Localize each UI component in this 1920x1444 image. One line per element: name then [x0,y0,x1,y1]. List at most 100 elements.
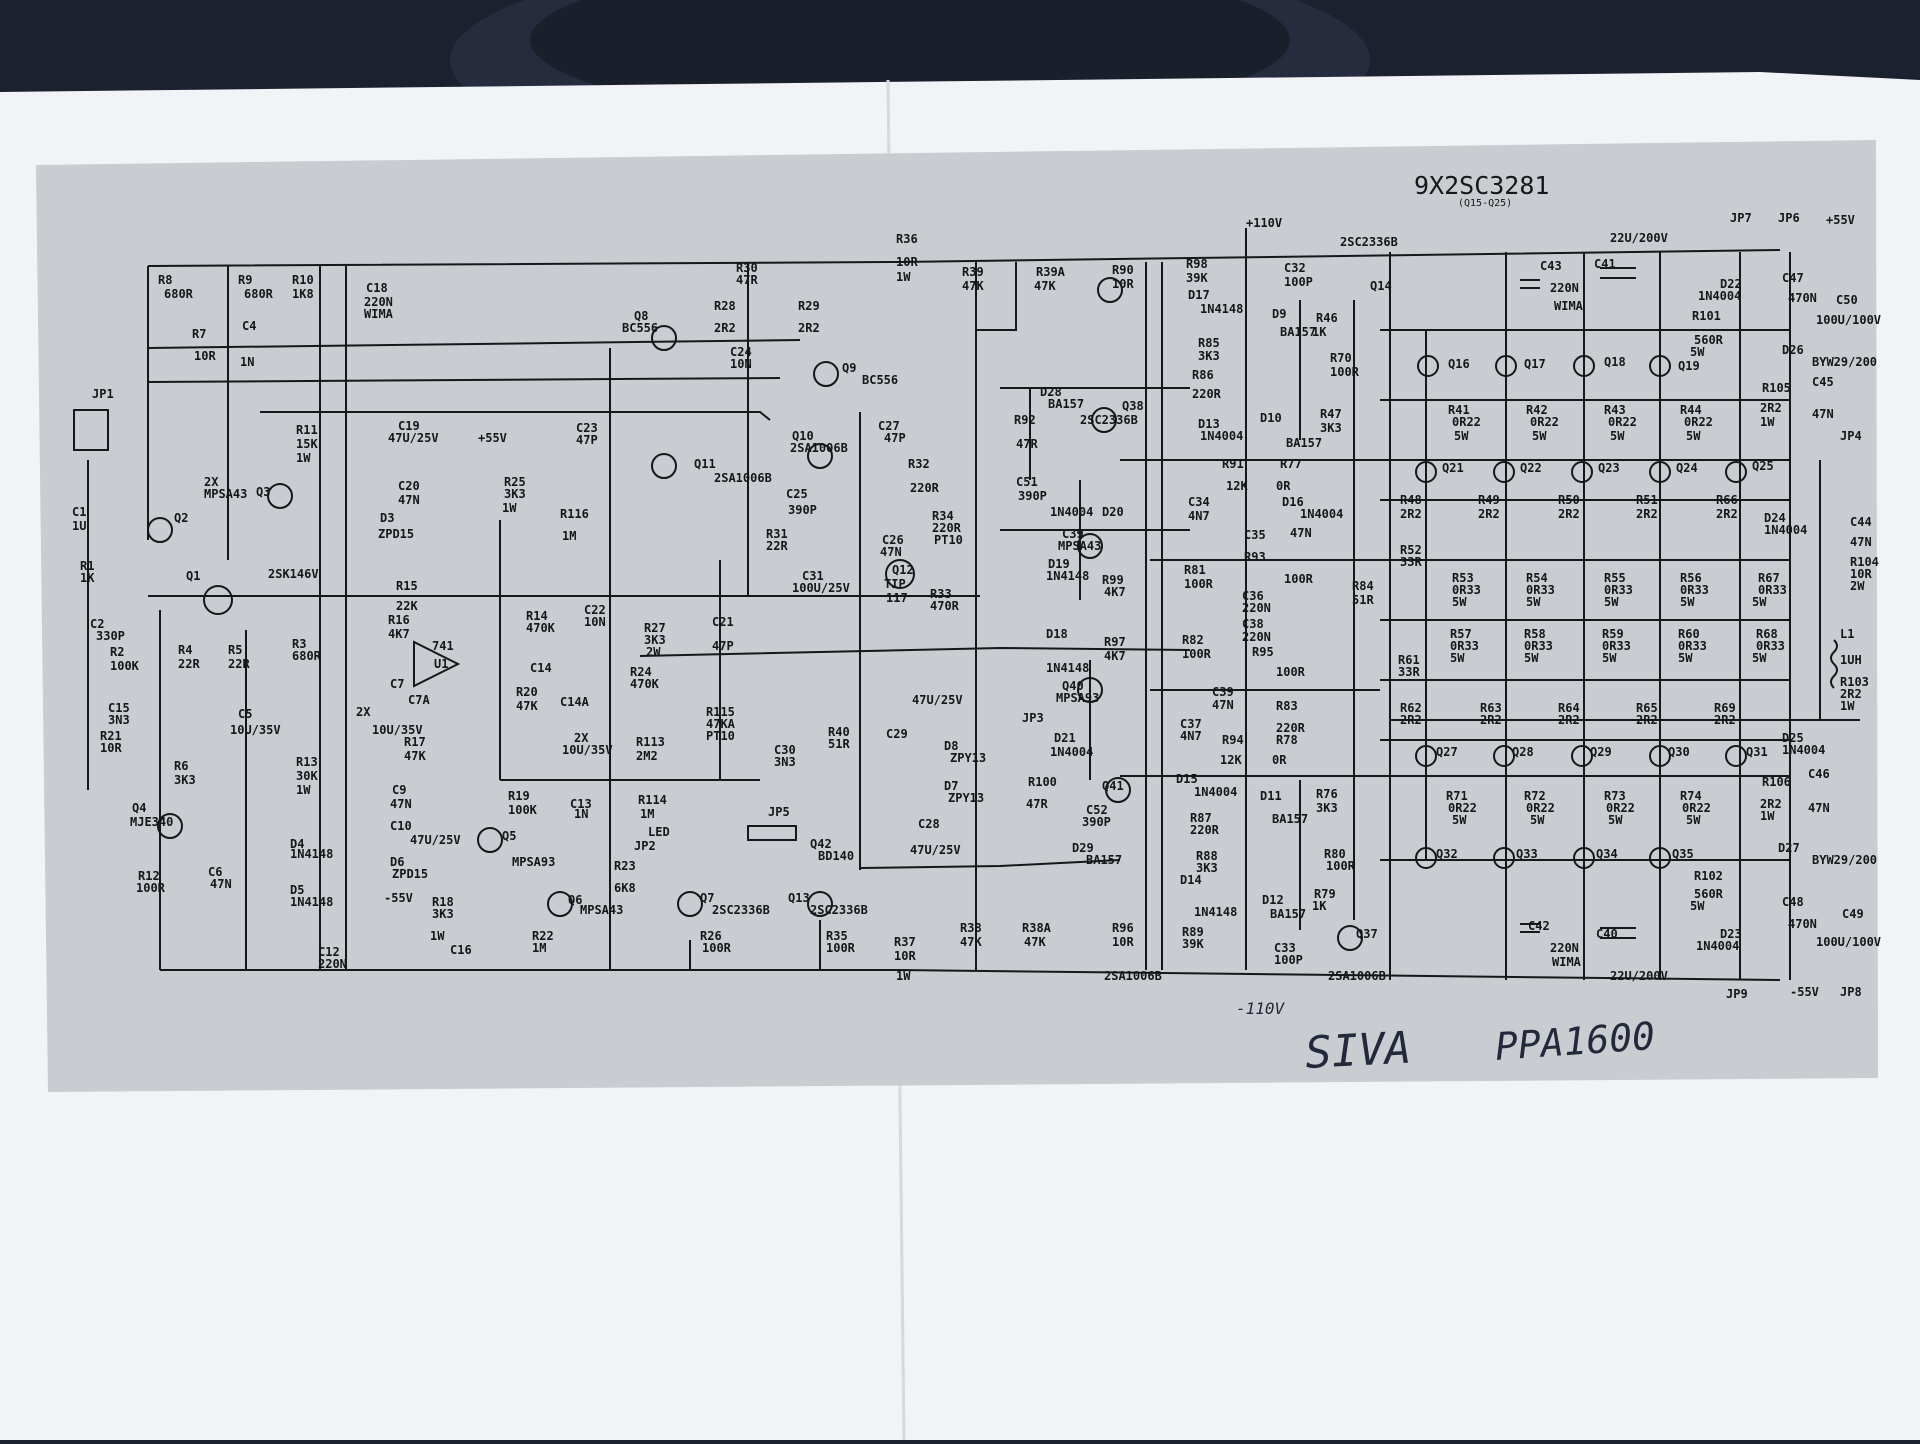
component-label: R43 [1604,403,1626,417]
component-label: 2SA1006B [714,471,772,485]
component-label: Q11 [694,457,716,471]
component-label: 10R [1112,277,1134,291]
component-label: 0R22 [1684,415,1713,429]
component-label: 2SA1006B [790,441,848,455]
component-label: +55V [478,431,507,445]
component-label: 10N [584,615,606,629]
component-label: BC556 [862,373,898,387]
component-label: 47R [1026,797,1048,811]
component-label: 12K [1226,479,1248,493]
component-label: MPSA43 [1058,539,1101,553]
component-label: R41 [1448,403,1470,417]
component-label: C34 [1188,495,1210,509]
component-label: C20 [398,479,420,493]
component-label: 470R [930,599,960,613]
component-label: WIMA [1554,299,1584,313]
component-label: D8 [944,739,958,753]
component-label: 117 [886,591,908,605]
component-label: 1N4148 [1194,905,1237,919]
component-label: R89 [1182,925,1204,939]
component-label: Q35 [1672,847,1694,861]
component-label: 0R22 [1682,801,1711,815]
component-label: 741 [432,639,454,653]
component-label: 5W [1680,595,1695,609]
component-label: MPSA43 [204,487,247,501]
component-label: R22 [532,929,554,943]
component-label: 4N7 [1188,509,1210,523]
component-label: JP6 [1778,211,1800,225]
component-label: 33R [1400,555,1422,569]
component-label: D14 [1180,873,1202,887]
component-label: R18 [432,895,454,909]
component-label: C44 [1850,515,1872,529]
component-label: C18 [366,281,388,295]
component-label: R51 [1636,493,1658,507]
component-label: R17 [404,735,426,749]
component-label: C31 [802,569,824,583]
component-label: Q27 [1436,745,1458,759]
component-label: R11 [296,423,318,437]
component-label: C48 [1782,895,1804,909]
component-label: R23 [614,859,636,873]
component-label: R58 [1524,627,1546,641]
component-label: 1K [1312,325,1327,339]
component-label: R74 [1680,789,1702,803]
component-label: 1N4004 [1050,505,1093,519]
component-label: R78 [1276,733,1298,747]
component-label: R10 [292,273,314,287]
component-label: 680R [292,649,322,663]
component-label: 30K [296,769,318,783]
component-label: 10N [730,357,752,371]
component-label: 47P [712,639,734,653]
wire-layer [73,228,1860,981]
component-label: D17 [1188,288,1210,302]
component-label: 5W [1678,651,1693,665]
component-label: 1K8 [292,287,314,301]
component-label: 100R [702,941,732,955]
component-label: R77 [1280,457,1302,471]
component-label: PT10 [934,533,963,547]
component-label: BD140 [818,849,854,863]
component-label: -55V [384,891,413,905]
component-label: R86 [1192,368,1214,382]
component-label: 0R [1272,753,1287,767]
component-label: 5W [1686,429,1701,443]
component-label: 220N [318,957,347,971]
component-label: 3K3 [1320,421,1342,435]
component-label: 2R2 [1478,507,1500,521]
component-label: R84 [1352,579,1374,593]
component-label: 3K3 [1196,861,1218,875]
component-label: Q8 [634,309,648,323]
component-label: D9 [1272,307,1286,321]
component-label: R32 [908,457,930,471]
component-label: Q12 [892,563,914,577]
component-label: 33R [1398,665,1420,679]
component-label: Q16 [1448,357,1470,371]
component-label: R28 [714,299,736,313]
component-label: R82 [1182,633,1204,647]
component-label: Q38 [1122,399,1144,413]
component-label: 51R [828,737,850,751]
component-label: R99 [1102,573,1124,587]
component-label: Q29 [1590,745,1612,759]
component-label: R33 [930,587,952,601]
component-label: R73 [1604,789,1626,803]
component-label: R104 [1850,555,1879,569]
component-label: 220N [1550,941,1579,955]
component-label: 0R22 [1606,801,1635,815]
component-label: R91 [1222,457,1244,471]
component-label: 2X [574,731,589,745]
component-label: 1N4004 [1050,745,1093,759]
component-label: 2SC2336B [1080,413,1138,427]
component-label: R20 [516,685,538,699]
component-label: 1N4148 [290,895,333,909]
component-label: 47N [1212,698,1234,712]
component-label: BA157 [1270,907,1306,921]
component-label: C14A [560,695,590,709]
component-label: JP4 [1840,429,1862,443]
component-label: R44 [1680,403,1702,417]
component-label: R65 [1636,701,1658,715]
component-label: C32 [1284,261,1306,275]
component-label: 2SC2336B [1340,235,1398,249]
component-label: 39K [1182,937,1204,951]
